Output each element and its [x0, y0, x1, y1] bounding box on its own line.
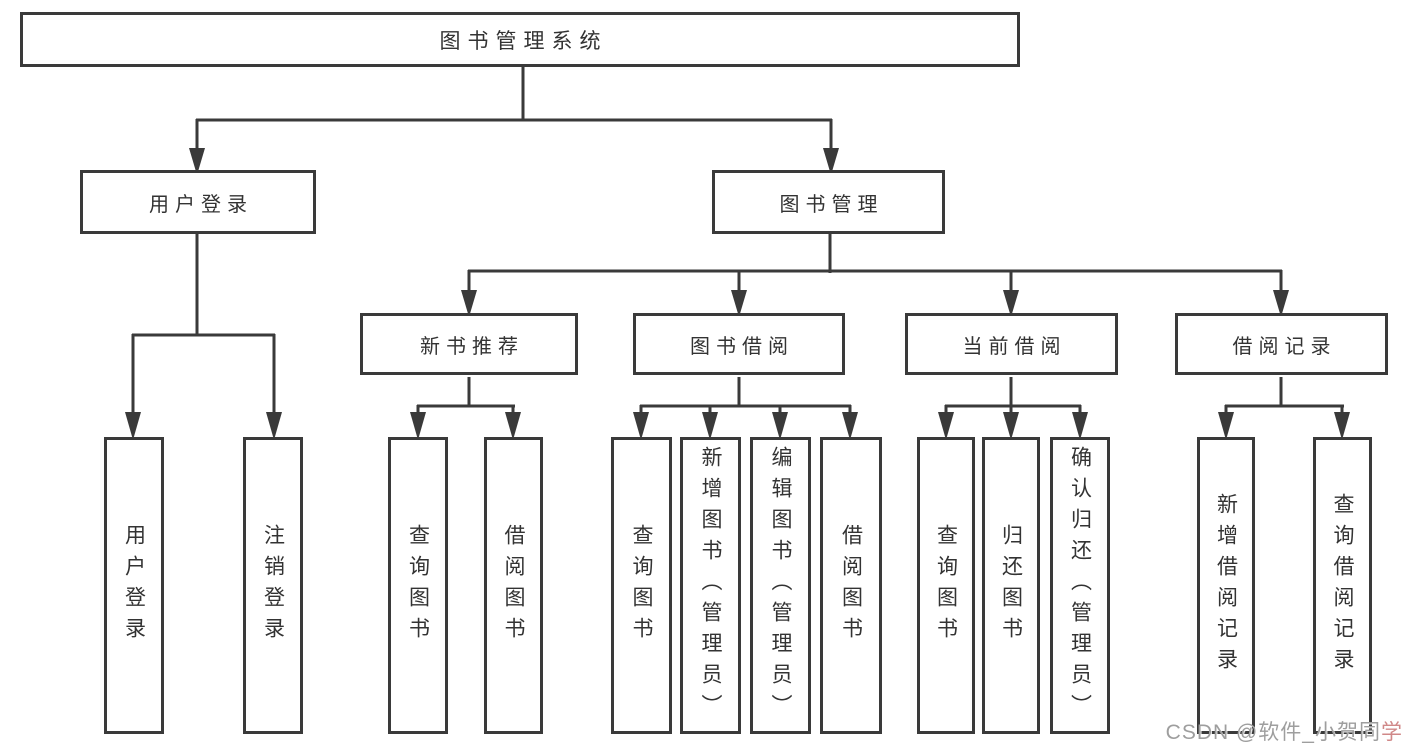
node-label: 用户登录: [149, 193, 253, 216]
node-label: 当前借阅: [962, 335, 1067, 358]
leaf-logout: 注销登录: [243, 437, 303, 734]
arrowhead-down-icon: [1003, 290, 1019, 317]
node-label: 图书管理: [779, 193, 884, 216]
node-label: 注销登录: [261, 523, 285, 648]
arrowhead-down-icon: [505, 412, 521, 440]
node-label: 查询图书: [406, 523, 430, 648]
arrowhead-down-icon: [1218, 412, 1234, 440]
leaf-add-books-admin: 新增图书（管理员）: [680, 437, 741, 734]
arrowhead-down-icon: [702, 412, 718, 440]
node-label: 编辑图书（管理员）: [769, 446, 792, 725]
watermark-text: CSDN @软件_小贺同: [1165, 721, 1381, 744]
node-label: 查询借阅记录: [1331, 492, 1354, 679]
node-label: 新增借阅记录: [1214, 492, 1238, 679]
node-label: 用户登录: [122, 523, 146, 648]
leaf-query-borrow-record: 查询借阅记录: [1313, 437, 1372, 734]
arrowhead-down-icon: [633, 412, 649, 440]
node-book-borrowing: 图书借阅: [633, 313, 845, 375]
arrowhead-down-icon: [823, 148, 839, 175]
node-borrowing-records: 借阅记录: [1175, 313, 1388, 375]
arrowhead-down-icon: [938, 412, 954, 440]
node-label: 新增图书（管理员）: [699, 446, 722, 725]
node-book-management: 图书管理: [712, 170, 945, 234]
leaf-confirm-return-admin: 确认归还（管理员）: [1050, 437, 1110, 734]
arrowhead-down-icon: [1003, 412, 1019, 440]
node-label: 查询图书: [934, 523, 958, 648]
arrowhead-down-icon: [410, 412, 426, 440]
arrowhead-down-icon: [125, 412, 141, 440]
arrowhead-down-icon: [1334, 412, 1350, 440]
node-label: 确认归还（管理员）: [1068, 446, 1092, 725]
arrowhead-down-icon: [772, 412, 788, 440]
leaf-query-books-current: 查询图书: [917, 437, 975, 734]
node-label: 查询图书: [630, 523, 653, 648]
watermark-accent: 学: [1381, 721, 1403, 744]
leaf-query-books-recommend: 查询图书: [388, 437, 448, 734]
node-label: 图书管理系统: [439, 29, 608, 53]
arrowhead-down-icon: [189, 148, 205, 175]
arrowhead-down-icon: [266, 412, 282, 440]
leaf-query-books-borrowing: 查询图书: [611, 437, 672, 734]
arrowhead-down-icon: [731, 290, 747, 317]
arrowhead-down-icon: [1072, 412, 1088, 440]
leaf-return-books: 归还图书: [982, 437, 1040, 734]
leaf-borrow-books: 借阅图书: [820, 437, 882, 734]
node-new-book-recommend: 新书推荐: [360, 313, 578, 375]
node-label: 借阅图书: [839, 523, 863, 648]
node-label: 图书借阅: [690, 335, 794, 358]
leaf-add-borrow-record: 新增借阅记录: [1197, 437, 1255, 734]
node-label: 新书推荐: [420, 335, 524, 358]
arrowhead-down-icon: [461, 290, 477, 317]
node-current-borrowing: 当前借阅: [905, 313, 1118, 375]
leaf-borrow-books-recommend: 借阅图书: [484, 437, 543, 734]
arrowhead-down-icon: [1273, 290, 1289, 317]
node-label: 借阅记录: [1232, 335, 1337, 358]
watermark: CSDN @软件_小贺同学: [1166, 716, 1403, 746]
leaf-edit-books-admin: 编辑图书（管理员）: [750, 437, 811, 734]
node-label: 借阅图书: [502, 523, 525, 648]
node-library-system: 图书管理系统: [20, 12, 1020, 67]
leaf-user-login: 用户登录: [104, 437, 164, 734]
arrowhead-down-icon: [842, 412, 858, 440]
node-label: 归还图书: [999, 523, 1023, 648]
node-user-login: 用户登录: [80, 170, 316, 234]
